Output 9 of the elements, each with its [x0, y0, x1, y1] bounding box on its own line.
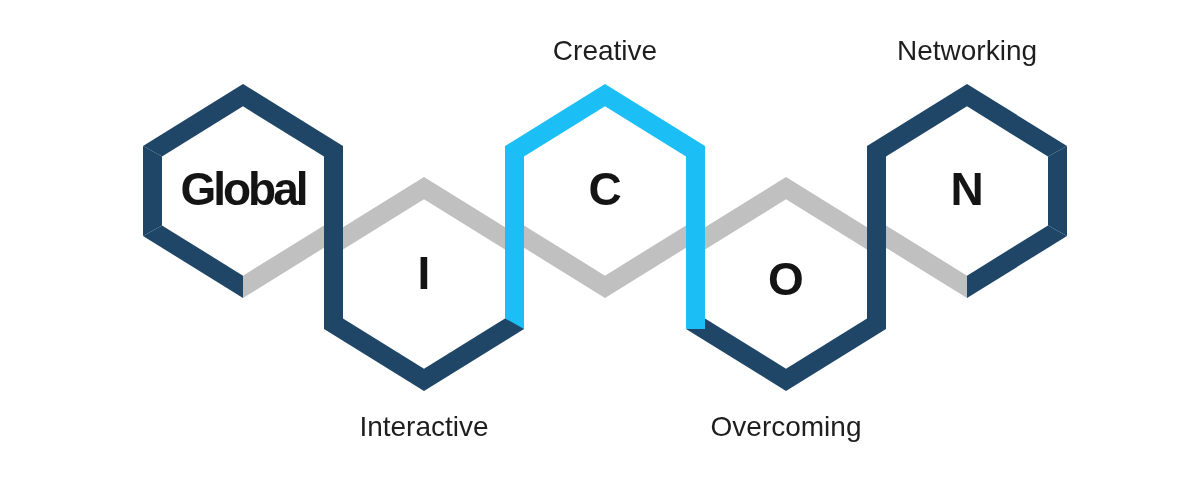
node-label: Overcoming: [710, 411, 862, 443]
node-label: Interactive: [359, 411, 489, 443]
hexagon-word: Global: [180, 163, 306, 215]
hexagon-letter: C: [588, 163, 622, 215]
hexagon-letter: N: [950, 163, 984, 215]
hexagon-letter: I: [417, 247, 431, 299]
hexagon-letter: O: [768, 253, 804, 305]
node-label: Creative: [552, 35, 658, 67]
node-label: Networking: [896, 35, 1038, 67]
